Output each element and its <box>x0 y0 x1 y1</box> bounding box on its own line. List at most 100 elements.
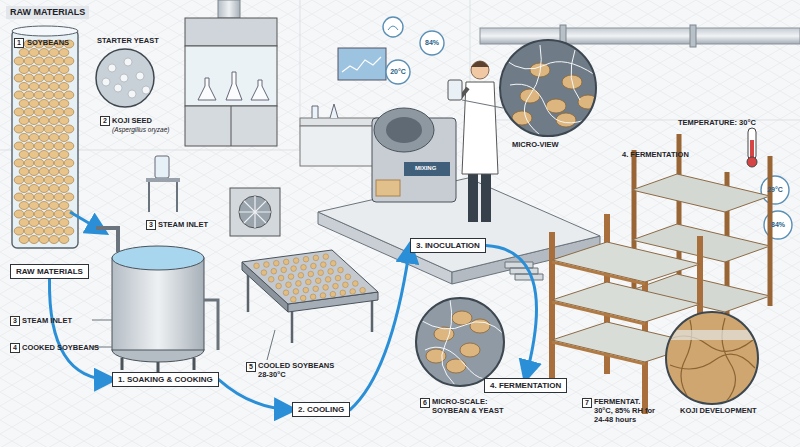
soybean <box>64 227 74 235</box>
yeast-circle <box>96 49 154 107</box>
callout-number: 3 <box>146 220 156 230</box>
gauge-reading: 20°C <box>386 68 410 76</box>
soybean <box>64 91 74 99</box>
sample-jar <box>448 80 462 100</box>
bean-pile <box>376 180 400 196</box>
soybean <box>44 74 54 82</box>
conveyor-belt <box>242 250 378 304</box>
hypha <box>571 50 580 100</box>
gauge <box>761 176 789 204</box>
flow-arrow <box>49 279 112 379</box>
soybean <box>34 210 44 218</box>
part-label: KOJI DEVELOPMENT <box>680 406 757 415</box>
soybean <box>14 108 24 116</box>
soybean <box>49 168 59 176</box>
soybean <box>24 91 34 99</box>
part-label: MIXING <box>415 165 436 172</box>
soybean <box>520 89 540 103</box>
flow-arrow <box>219 380 292 410</box>
soybean <box>39 134 49 142</box>
soybean <box>49 83 59 91</box>
soybean <box>59 100 69 108</box>
soybean <box>24 142 34 150</box>
part-label: MICRO-VIEW <box>512 140 559 149</box>
bean-group <box>505 45 598 135</box>
soybean <box>64 159 74 167</box>
soybean <box>29 168 39 176</box>
leader-line <box>462 100 503 108</box>
soybean <box>19 117 29 125</box>
rack-shelf <box>552 242 700 282</box>
soybean <box>293 289 299 295</box>
gauge-reading: 84% <box>420 39 444 47</box>
soybean <box>44 142 54 150</box>
soybean <box>34 193 44 201</box>
soybean <box>291 266 297 272</box>
soybean <box>470 319 490 333</box>
stage-label-box: RAW MATERIALS <box>10 264 89 279</box>
yeast-cell <box>124 58 132 66</box>
soybean <box>460 343 480 357</box>
soybean <box>254 263 260 269</box>
gauge <box>383 17 403 37</box>
soybean <box>29 236 39 244</box>
soybean <box>54 159 64 167</box>
part-label: KOJI SEED <box>112 116 152 125</box>
part-label: (Aspergillus oryzae) <box>112 126 169 134</box>
soybean <box>268 277 274 283</box>
soybean <box>321 262 327 268</box>
yeast-cell <box>102 78 110 86</box>
soybean <box>29 219 39 227</box>
soybean <box>300 295 306 301</box>
soybean <box>49 151 59 159</box>
leg <box>481 170 491 222</box>
stage-label-box: 3. INOCULATION <box>410 238 486 253</box>
soybean <box>281 267 287 273</box>
soybean <box>44 125 54 133</box>
callout-number: 3 <box>10 316 20 326</box>
soybean <box>19 168 29 176</box>
soybean <box>29 100 39 108</box>
yeast-cell <box>120 74 128 82</box>
soybean <box>54 91 64 99</box>
soybean <box>14 57 24 65</box>
soybean <box>24 193 34 201</box>
part-label: STEAM INLET <box>158 220 208 229</box>
soybean <box>293 258 299 264</box>
soybean <box>19 83 29 91</box>
cooking-tank <box>112 258 204 350</box>
mixer-drum <box>374 108 434 152</box>
soybean <box>44 210 54 218</box>
lab-coat <box>462 82 498 174</box>
soybean <box>49 202 59 210</box>
section-heading: RAW MATERIALS <box>6 6 89 19</box>
soybean <box>29 83 39 91</box>
monitor <box>338 48 386 80</box>
soybean <box>39 83 49 91</box>
soybean <box>286 282 292 288</box>
water-pipe <box>96 228 118 252</box>
hypha <box>420 320 505 335</box>
soybean <box>19 49 29 57</box>
bottle <box>155 156 169 178</box>
flow-arrow <box>486 246 537 378</box>
soybean <box>49 236 59 244</box>
soybean <box>276 283 282 289</box>
soybean <box>34 91 44 99</box>
soybean <box>24 210 34 218</box>
soybean <box>261 270 267 276</box>
soybean <box>49 134 59 142</box>
soybean <box>24 108 34 116</box>
soybean <box>39 117 49 125</box>
soybean <box>64 142 74 150</box>
shelf-edge <box>552 262 645 364</box>
soybean <box>274 260 280 266</box>
callout-number: 2 <box>100 116 110 126</box>
soybean <box>333 283 339 289</box>
soybean <box>59 117 69 125</box>
soybean <box>39 168 49 176</box>
fan-blade <box>239 196 271 228</box>
spore-group <box>102 58 150 98</box>
